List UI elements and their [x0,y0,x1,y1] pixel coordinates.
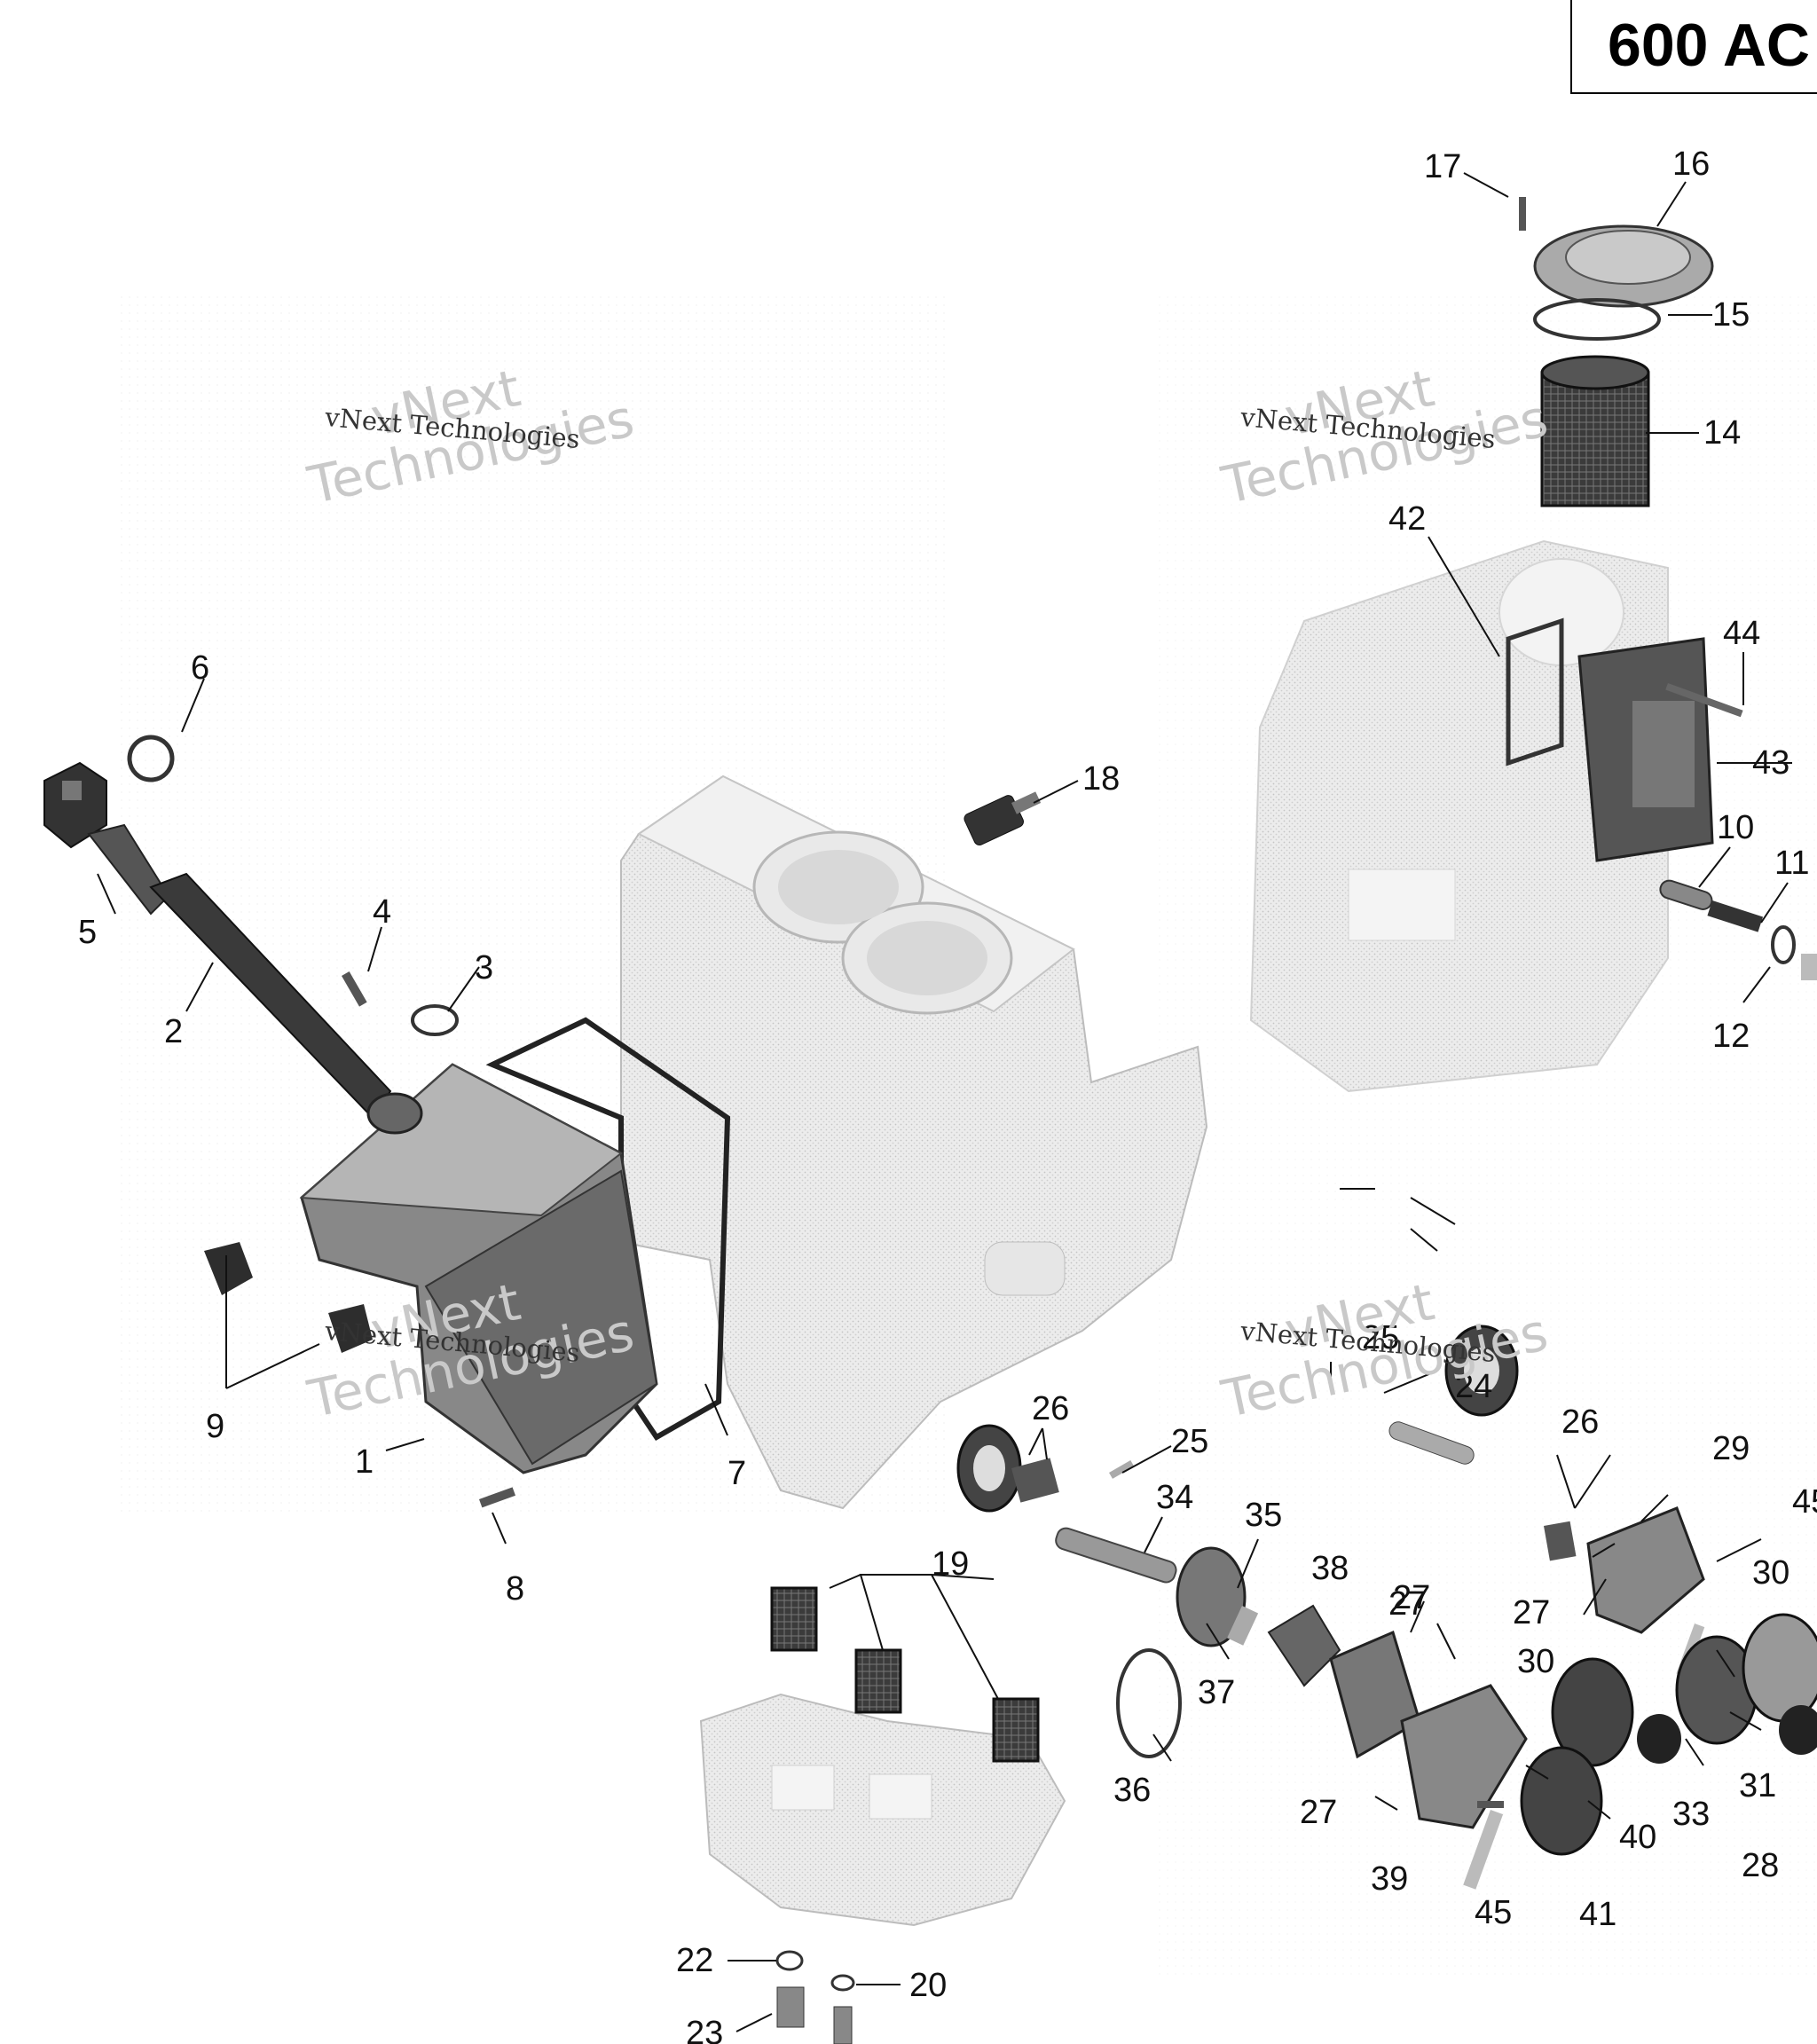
strainer [770,1586,818,1652]
callout-17: 17 [1424,148,1461,185]
oil-pump-group [956,1325,1817,1890]
callout-7: 7 [728,1455,746,1492]
strainer [854,1648,902,1714]
dipstick-assembly [43,761,423,1135]
callout-26: 26 [1032,1390,1069,1427]
callout-15: 15 [1712,296,1750,334]
callout-28: 28 [1742,1847,1779,1884]
callout-1: 1 [355,1443,374,1481]
callout-12: 12 [1712,1018,1750,1055]
plug [204,1242,253,1295]
callout-9: 9 [206,1408,224,1445]
callout-36: 36 [1113,1772,1151,1809]
callout-labels: 1 2 3 4 5 6 7 8 9 10 11 12 14 15 16 17 1… [78,145,1817,2044]
callout-30: 30 [1752,1554,1789,1592]
callout-42: 42 [1388,500,1426,538]
callout-5: 5 [78,914,97,951]
callout-45: 45 [1792,1483,1817,1521]
callout-27d: 27 [1393,1579,1430,1616]
callout-14: 14 [1703,414,1741,452]
callout-11: 11 [1774,845,1809,882]
washer [775,1950,804,1971]
callout-27c: 27 [1513,1594,1550,1631]
callout-22: 22 [676,1942,713,1979]
callout-27: 27 [1388,1585,1426,1623]
page-title: 600 AC [1608,12,1811,79]
callout-2: 2 [164,1013,183,1050]
drain-plug [776,1986,805,2028]
callout-45b: 45 [1475,1894,1512,1931]
crankcase-block [620,774,1208,1510]
callout-31: 31 [1739,1767,1776,1804]
pressure-relief-parts [1659,879,1817,980]
oil-tank-cover [299,1063,658,1474]
callout-35: 35 [1245,1497,1282,1534]
screw [478,1487,516,1508]
callout-26b: 26 [1561,1403,1599,1441]
oil-filter-group [1519,197,1714,507]
callout-27b: 27 [1300,1794,1337,1831]
drain-plug [833,2006,853,2044]
callout-23: 23 [686,2015,723,2044]
callout-18: 18 [1082,760,1120,798]
washer [830,1974,855,1992]
callout-37: 37 [1198,1674,1235,1711]
title-box: 600 AC [1570,0,1817,94]
callout-19: 19 [932,1545,969,1583]
callout-43: 43 [1752,744,1789,782]
callout-29: 29 [1712,1430,1750,1467]
screw [342,971,367,1007]
oil-pressure-sensor [964,791,1042,845]
callout-44: 44 [1723,615,1760,652]
oil-cooler-group [1506,617,1743,862]
o-ring [411,1004,459,1036]
callout-33: 33 [1672,1796,1710,1833]
o-ring [127,735,175,782]
callout-25: 25 [1171,1423,1208,1460]
callout-25b: 25 [1362,1319,1399,1356]
callout-10: 10 [1717,809,1754,846]
callout-38: 38 [1311,1550,1349,1587]
callout-6: 6 [191,649,209,687]
callout-20: 20 [909,1967,947,2004]
plug [328,1304,373,1353]
callout-39: 39 [1371,1860,1408,1898]
callout-34: 34 [1156,1479,1193,1516]
callout-3: 3 [475,949,493,987]
strainer [992,1697,1040,1763]
leader-lines [97,172,1792,2032]
lower-housing [699,1693,1066,1927]
callout-4: 4 [373,893,391,931]
callout-41: 41 [1579,1896,1616,1933]
callout-8: 8 [506,1570,524,1608]
callout-24: 24 [1455,1368,1492,1405]
callout-16: 16 [1672,145,1710,183]
callout-40: 40 [1619,1819,1656,1856]
callout-30b: 30 [1517,1643,1554,1680]
